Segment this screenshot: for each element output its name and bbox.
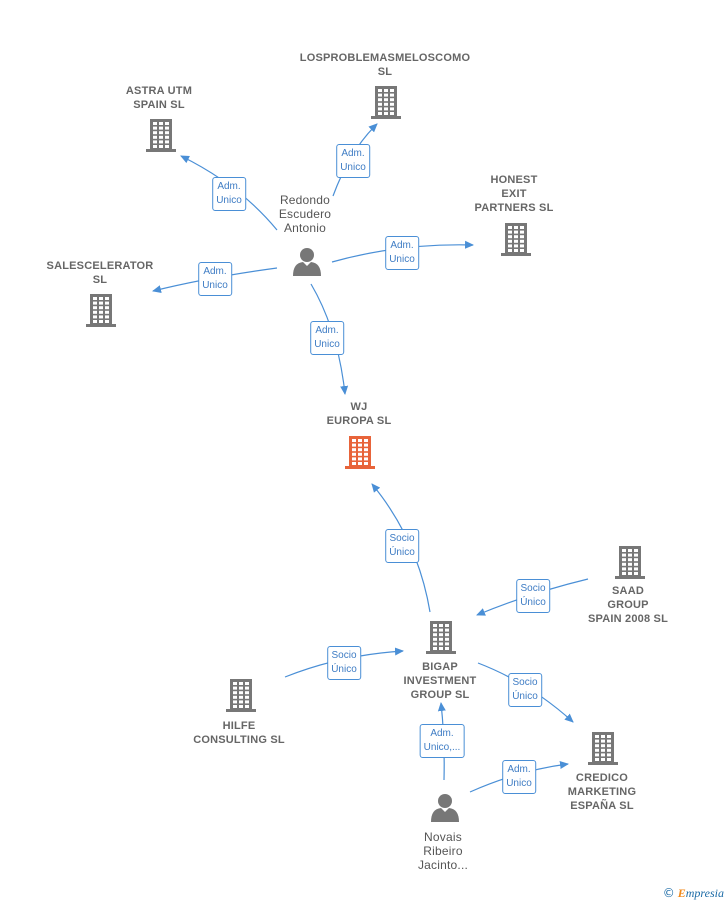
relation-label[interactable]: Adm. Unico xyxy=(336,144,370,178)
relation-label-line: Adm. xyxy=(315,325,339,336)
relation-label-line: Socio xyxy=(331,650,357,661)
node-label-line: GROUP xyxy=(607,599,649,611)
relation-label-line: Unico xyxy=(216,195,242,206)
node-label-line: WJ xyxy=(350,401,368,413)
node-label-line: HILFE xyxy=(222,720,256,732)
node-label-line: EXIT xyxy=(501,188,527,200)
node-label-line: LOSPROBLEMASMELOSCOMO xyxy=(299,52,471,64)
building-icon[interactable] xyxy=(588,732,618,765)
relation-label-line: Adm. xyxy=(390,240,414,251)
node-label-line: ASTRA UTM xyxy=(125,85,193,97)
company-name[interactable]: ASTRA UTM SPAIN SL xyxy=(126,84,192,112)
relation-label-line: Adm. xyxy=(203,266,227,277)
relation-label-line: Único xyxy=(331,664,357,675)
node-label-line: SL xyxy=(377,66,393,78)
node-label-line: SL xyxy=(92,274,108,286)
building-icon[interactable] xyxy=(501,223,531,256)
person-icon[interactable] xyxy=(431,794,459,822)
node-label-line: SAAD xyxy=(612,585,644,597)
node-label-line: SPAIN 2008 SL xyxy=(587,613,669,625)
relation-label-line: Unico,... xyxy=(423,742,461,753)
node-label-line: SPAIN SL xyxy=(133,99,185,111)
company-name[interactable]: CREDICO MARKETING ESPAÑA SL xyxy=(568,771,636,813)
company-name[interactable]: BIGAP INVESTMENT GROUP SL xyxy=(404,660,477,702)
building-icon[interactable] xyxy=(86,294,116,327)
empresia-logo: © Empresia xyxy=(663,886,724,901)
relation-label-line: Adm. xyxy=(507,764,531,775)
node-label-line: MARKETING xyxy=(567,786,637,798)
relation-label[interactable]: Adm. Unico xyxy=(502,760,536,794)
relation-label[interactable]: Adm. Unico xyxy=(385,236,419,270)
copyright-symbol: © xyxy=(662,886,675,900)
brand-name: mpresia xyxy=(685,886,724,900)
relation-label[interactable]: Adm. Unico xyxy=(310,321,344,355)
node-label-line: ESPAÑA SL xyxy=(570,800,634,812)
relation-label-line: Adm. xyxy=(341,148,365,159)
company-name[interactable]: SALESCELERATOR SL xyxy=(47,259,154,287)
node-label-line: Antonio xyxy=(283,221,327,235)
relation-label-line: Socio xyxy=(520,583,546,594)
relation-label-line: Unico xyxy=(340,162,366,173)
node-label-line: PARTNERS SL xyxy=(474,202,554,214)
relation-label[interactable]: Adm. Unico xyxy=(198,262,232,296)
node-label-line: GROUP SL xyxy=(410,689,470,701)
node-label-line: Redondo xyxy=(279,193,331,207)
relation-label[interactable]: Adm. Unico xyxy=(212,177,246,211)
node-label-line: Ribeiro xyxy=(423,844,463,858)
node-label-line: BIGAP xyxy=(422,661,458,673)
relation-label[interactable]: Adm. Unico,... xyxy=(419,724,465,758)
node-label-line: CONSULTING SL xyxy=(193,734,285,746)
building-icon[interactable] xyxy=(345,436,375,469)
relation-label-line: Socio xyxy=(512,677,538,688)
relation-label-line: Único xyxy=(389,547,415,558)
company-name[interactable]: LOSPROBLEMASMELOSCOMO SL xyxy=(300,51,470,79)
company-name[interactable]: HILFE CONSULTING SL xyxy=(193,719,285,747)
relation-label-line: Unico xyxy=(202,280,228,291)
building-icon[interactable] xyxy=(426,621,456,654)
relation-label-line: Unico xyxy=(506,778,532,789)
relation-label-line: Unico xyxy=(389,254,415,265)
relation-label-line: Adm. xyxy=(217,181,241,192)
node-label-line: SALESCELERATOR xyxy=(46,260,154,272)
building-icon[interactable] xyxy=(371,86,401,119)
building-icon[interactable] xyxy=(615,546,645,579)
brand-initial: E xyxy=(677,886,686,900)
node-label-line: CREDICO xyxy=(575,772,629,784)
building-icon[interactable] xyxy=(146,119,176,152)
relation-label-line: Único xyxy=(520,597,546,608)
company-name[interactable]: WJ EUROPA SL xyxy=(327,400,392,428)
building-icon[interactable] xyxy=(226,679,256,712)
node-label-line: Escudero xyxy=(278,207,332,221)
node-label-line: HONEST xyxy=(490,174,538,186)
company-name[interactable]: SAAD GROUP SPAIN 2008 SL xyxy=(588,584,668,626)
node-label-line: Jacinto... xyxy=(417,858,469,872)
relation-label-line: Adm. xyxy=(430,728,454,739)
relation-label-line: Socio xyxy=(389,533,415,544)
relation-label-line: Único xyxy=(512,691,538,702)
node-label-line: EUROPA SL xyxy=(326,415,392,427)
node-label-line: INVESTMENT xyxy=(403,675,477,687)
person-icon[interactable] xyxy=(293,248,321,276)
company-name[interactable]: HONEST EXIT PARTNERS SL xyxy=(474,173,553,215)
relation-label-line: Unico xyxy=(314,339,340,350)
node-label-line: Novais xyxy=(424,830,462,844)
